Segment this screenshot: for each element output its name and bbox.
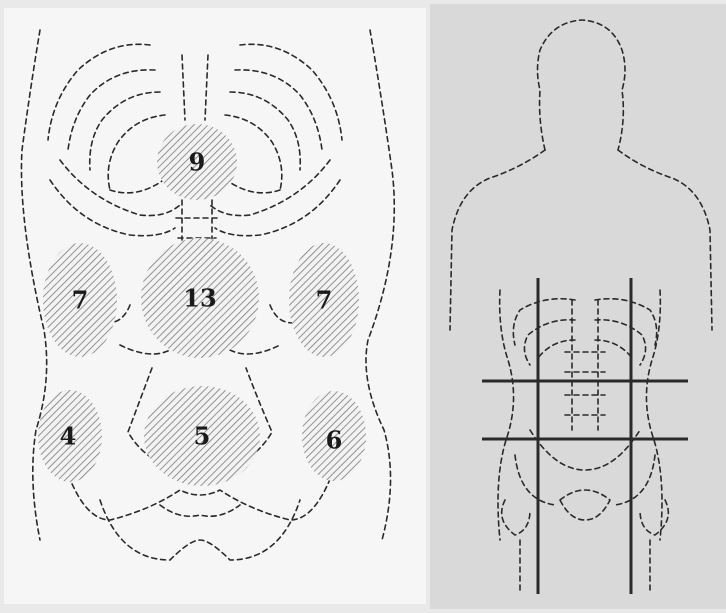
back-view-panel: [430, 4, 726, 609]
region-left-iliac: 6: [302, 391, 366, 481]
region-hypogastric: 5: [144, 386, 260, 486]
region-label-left-iliac: 6: [326, 426, 343, 455]
region-label-epigastric: 9: [189, 148, 206, 177]
region-label-right-flank: 7: [72, 286, 89, 315]
region-right-flank: 7: [43, 243, 117, 357]
region-label-hypogastric: 5: [194, 422, 211, 451]
region-label-left-flank: 7: [316, 286, 333, 315]
region-label-right-iliac: 4: [60, 422, 77, 451]
region-label-umbilical: 13: [183, 284, 216, 313]
region-umbilical: 13: [141, 238, 259, 358]
region-left-flank: 7: [289, 243, 359, 357]
region-right-iliac: 4: [38, 390, 102, 482]
region-epigastric: 9: [157, 124, 237, 200]
